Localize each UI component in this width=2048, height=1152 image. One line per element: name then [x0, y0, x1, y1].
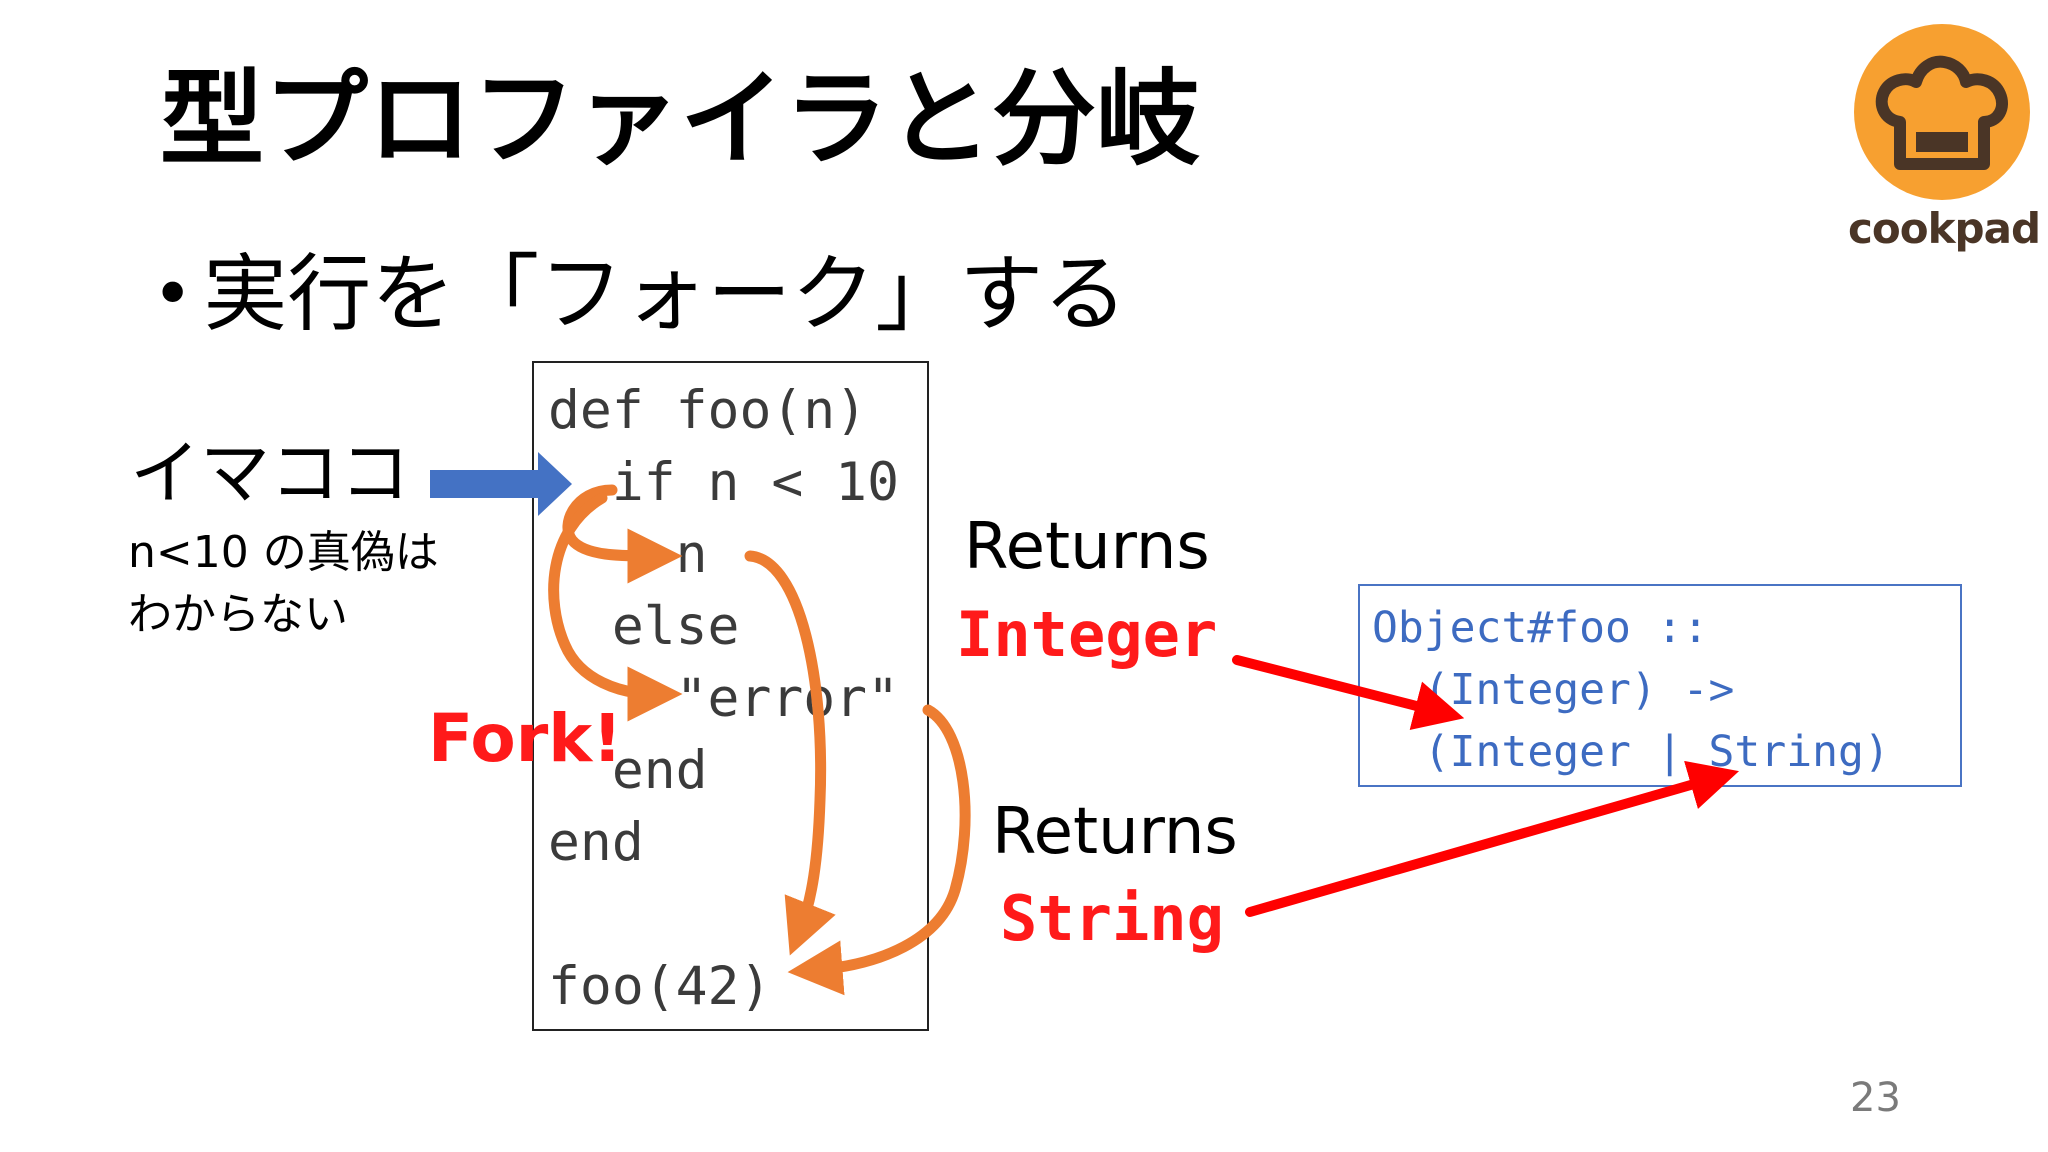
fork-label: Fork! — [428, 700, 623, 777]
return-type-integer: Integer — [956, 598, 1218, 671]
slide-title: 型プロファイラと分岐 — [160, 58, 1201, 180]
signature-line-1: Object#foo :: — [1372, 603, 1709, 653]
code-line-2: if n < 10 — [548, 452, 899, 513]
signature-line-3: (Integer | String) — [1372, 727, 1890, 777]
code-box — [532, 361, 929, 1031]
condition-note-line-1: n<10 の真偽は — [128, 527, 439, 578]
bullet-dot-icon: • — [152, 252, 194, 335]
logo-wordmark: cookpad — [1848, 204, 2041, 253]
code-line-9: foo(42) — [548, 956, 772, 1017]
condition-note-line-2: わからない — [128, 589, 348, 640]
then-return-arrow — [744, 550, 836, 956]
chef-hat-icon — [1875, 55, 2008, 170]
returns-label-1: Returns — [964, 510, 1210, 584]
bullet-point: • 実行を「フォーク」する — [152, 245, 1128, 343]
logo-circle — [1854, 24, 2030, 200]
code-line-7: end — [548, 812, 644, 873]
code-line-1: def foo(n) — [548, 380, 868, 441]
string-return-arrow — [1245, 760, 1740, 917]
returns-label-2: Returns — [992, 795, 1238, 869]
else-return-arrow — [787, 704, 971, 996]
branch-then-arrow — [562, 484, 683, 584]
here-label: イマココ — [130, 432, 410, 514]
bullet-text: 実行を「フォーク」する — [203, 245, 1128, 343]
here-arrow-icon — [430, 452, 572, 516]
integer-return-arrow — [1232, 655, 1465, 731]
code-line-4: else — [548, 596, 740, 657]
code-line-6: end — [548, 740, 708, 801]
page-number: 23 — [1850, 1075, 1901, 1121]
code-line-5: "error" — [548, 668, 899, 729]
return-type-string: String — [1000, 882, 1224, 955]
condition-note: n<10 の真偽は わからない — [128, 522, 439, 646]
cookpad-logo: cookpad — [1848, 24, 2041, 260]
branch-else-arrow — [548, 492, 683, 722]
